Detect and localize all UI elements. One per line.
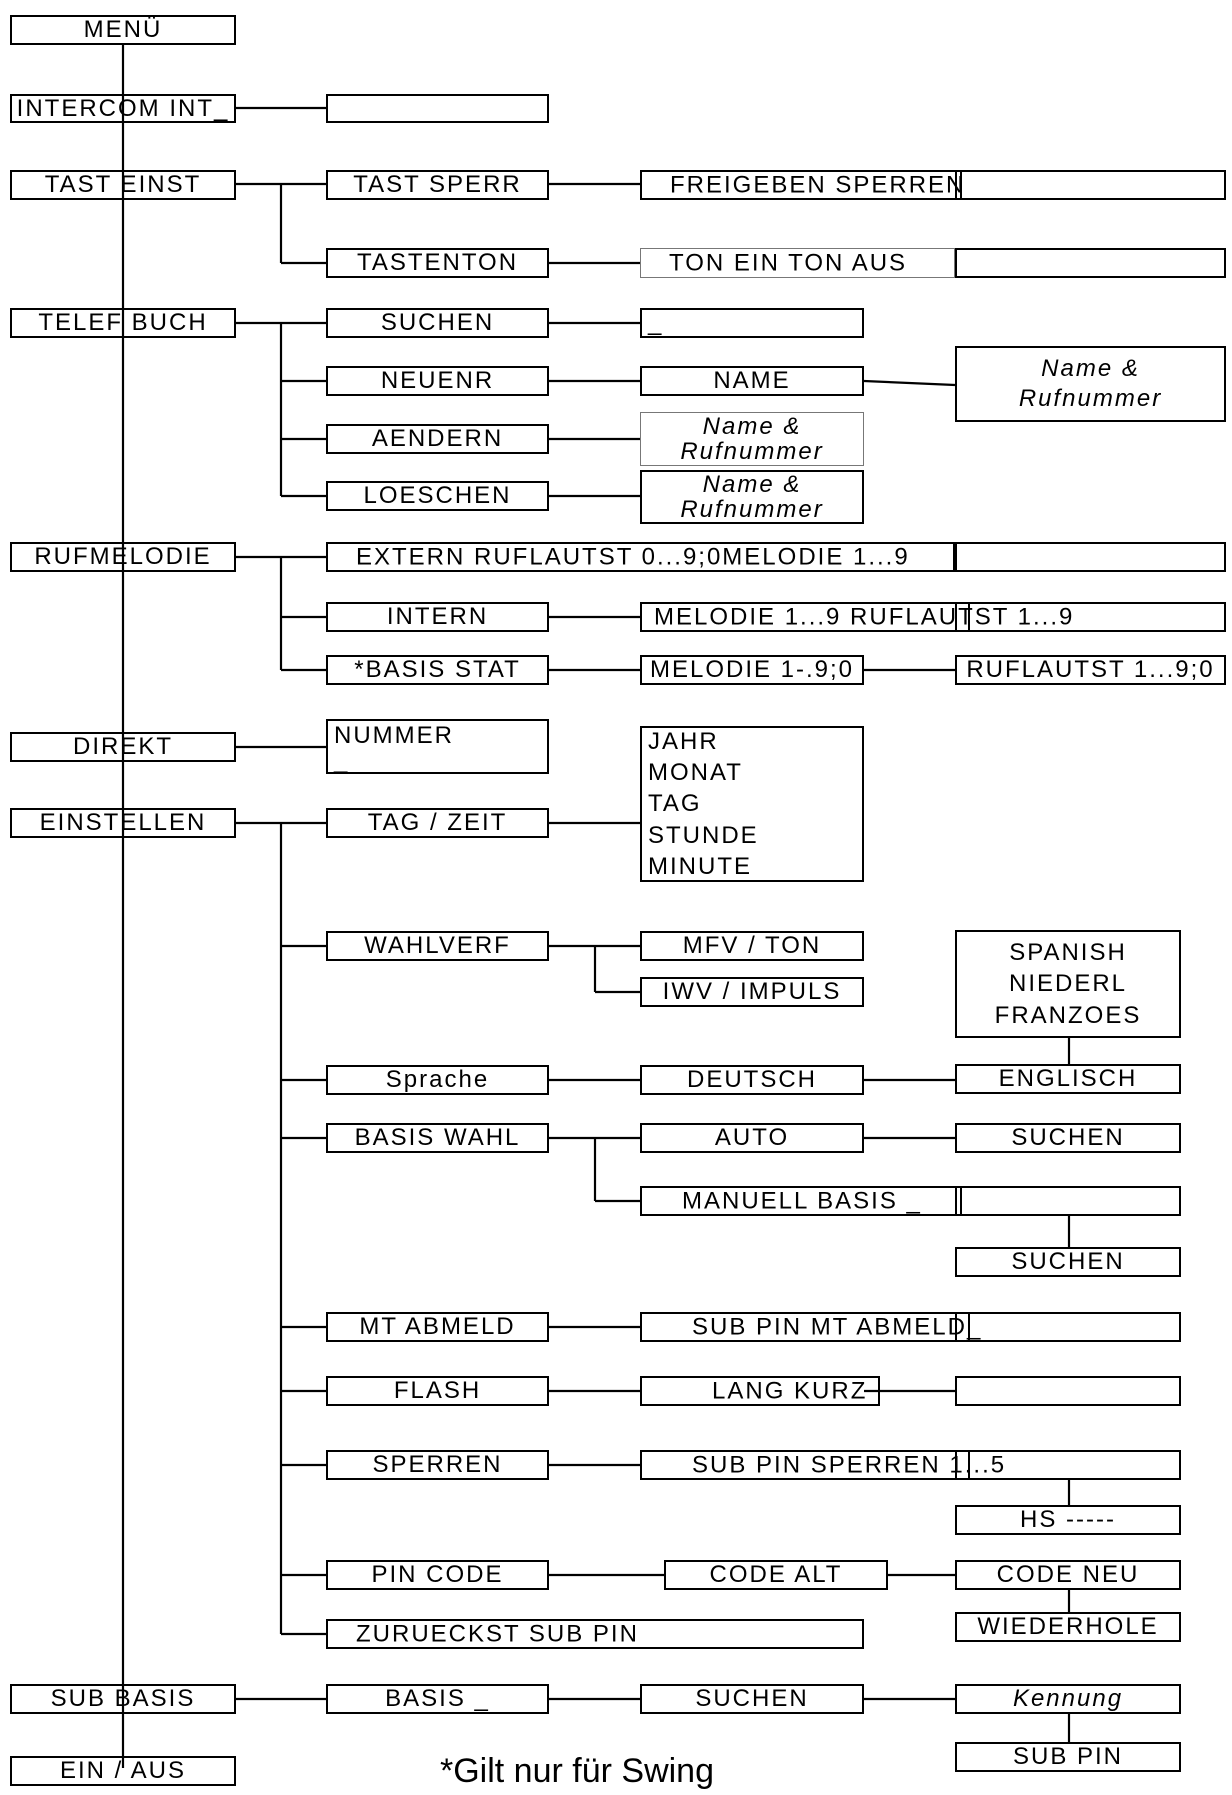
rufmelodie-box: RUFMELODIE [10,542,236,572]
mfv-ton-box: MFV / TON [640,931,864,961]
loeschen-box: LOESCHEN [326,481,549,511]
suchen-auto-box: SUCHEN [955,1123,1181,1153]
hs-box: HS ----- [955,1505,1181,1535]
englisch-box: ENGLISCH [955,1064,1181,1094]
menu-box: MENÜ [10,15,236,45]
intern-box: INTERN [326,602,549,632]
zurueckst-box: ZURUECKST SUB PIN [326,1619,864,1649]
extern-result-box [955,542,1226,572]
flash-box: FLASH [326,1376,549,1406]
freigeben-result-box [955,170,1226,200]
intercom-input-box [326,94,549,123]
kennung-box: Kennung [955,1684,1181,1714]
wahlverf-box: WAHLVERF [326,931,549,961]
telef-buch-box: TELEF BUCH [10,308,236,338]
extern-box: EXTERN RUFLAUTST 0...9;0MELODIE 1...9 [326,542,908,572]
sub-pin-box: SUB PIN [955,1742,1181,1772]
code-alt-box: CODE ALT [664,1560,888,1590]
melodie-intern-label: MELODIE 1...9 RUFLAUTST 1...9 [654,603,1075,631]
footnote: *Gilt nur für Swing [440,1752,714,1790]
ton-label: TON EIN TON AUS [669,249,908,277]
aendern-name-rufnummer-box: Name & Rufnummer [640,412,864,466]
basis-stat-box: *BASIS STAT [326,655,549,685]
einstellen-box: EINSTELLEN [10,808,236,838]
ruflautst-basis-box: RUFLAUTST 1...9;0 [955,655,1226,685]
extern-mid-box [549,542,955,572]
tag-zeit-box: TAG / ZEIT [326,808,549,838]
basis-input-box: BASIS _ [326,1684,549,1714]
ein-aus-box: EIN / AUS [10,1756,236,1786]
zurueckst-label: ZURUECKST SUB PIN [356,1620,639,1648]
neuenr-box: NEUENR [326,366,549,396]
sub-pin-sperren-box: SUB PIN SPERREN 1...5 [640,1450,1004,1480]
suchen-sub-box: SUCHEN [640,1684,864,1714]
melodie-intern-box: MELODIE 1...9 RUFLAUTST 1...9 [640,602,1072,632]
name-box: NAME [640,366,864,396]
sub-pin-mt-box: SUB PIN MT ABMELD_ [640,1312,980,1342]
freigeben-label: FREIGEBEN SPERREN [670,171,966,199]
basis-wahl-box: BASIS WAHL [326,1123,549,1153]
tast-einst-box: TAST EINST [10,170,236,200]
flash-result-box [955,1376,1181,1406]
mt-abmeld-result-box [955,1312,1181,1342]
lang-kurz-label: LANG KURZ [712,1377,868,1405]
sub-pin-sperren-label: SUB PIN SPERREN 1...5 [692,1451,1007,1479]
sub-basis-box: SUB BASIS [10,1684,236,1714]
extern-label: EXTERN RUFLAUTST 0...9;0MELODIE 1...9 [356,543,910,571]
mt-abmeld-box: MT ABMELD [326,1312,549,1342]
pin-code-box: PIN CODE [326,1560,549,1590]
loeschen-name-rufnummer-box: Name & Rufnummer [640,470,864,524]
manuell-result-box [955,1186,1181,1216]
neuenr-name-rufnummer-box: Name & Rufnummer [955,346,1226,422]
manuell-basis-label: MANUELL BASIS _ [682,1187,922,1215]
suchen-input-box: _ [640,308,864,338]
suchen-manuell-box: SUCHEN [955,1247,1181,1277]
tastenton-box: TASTENTON [326,248,549,278]
intercom-box: INTERCOM INT_ [10,94,236,123]
datum-felder-box: JAHR MONAT TAG STUNDE MINUTE [640,726,864,882]
direkt-box: DIREKT [10,732,236,762]
iwv-impuls-box: IWV / IMPULS [640,977,864,1007]
connector [863,379,956,387]
freigeben-box: FREIGEBEN SPERREN [640,170,966,200]
ton-result-box [955,248,1226,278]
sub-pin-mt-label: SUB PIN MT ABMELD_ [692,1313,983,1341]
melodie-basis-box: MELODIE 1-.9;0 [640,655,864,685]
tast-sperr-box: TAST SPERR [326,170,549,200]
sprache-box: Sprache [326,1065,549,1095]
sprachen-box: SPANISH NIEDERL FRANZOES [955,930,1181,1038]
wiederhole-box: WIEDERHOLE [955,1612,1181,1642]
manuell-basis-box: MANUELL BASIS _ [640,1186,962,1216]
ton-box: TON EIN TON AUS [640,248,955,278]
intern-result-box [955,602,1226,632]
aendern-box: AENDERN [326,424,549,454]
deutsch-box: DEUTSCH [640,1065,864,1095]
sperren-box: SPERREN [326,1450,549,1480]
code-neu-box: CODE NEU [955,1560,1181,1590]
sperren-result-box [955,1450,1181,1480]
suchen-box: SUCHEN [326,308,549,338]
lang-kurz-box: LANG KURZ [640,1376,880,1406]
auto-box: AUTO [640,1123,864,1153]
nummer-box: NUMMER _ [326,719,549,774]
